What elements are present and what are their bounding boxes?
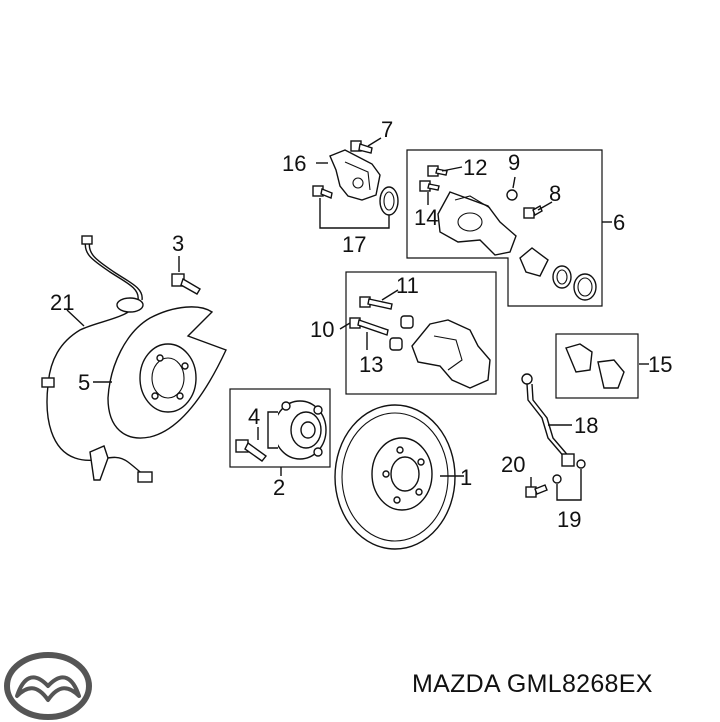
dust-shield xyxy=(107,306,227,439)
callout-18: 18 xyxy=(574,413,598,438)
guide-pin-lower xyxy=(349,317,389,336)
guide-pin-upper xyxy=(359,296,393,310)
callout-4: 4 xyxy=(248,404,260,429)
callout-3: 3 xyxy=(172,231,184,256)
bleeder-cap xyxy=(506,189,518,201)
callout-12: 12 xyxy=(463,155,487,180)
callout-17: 17 xyxy=(342,232,366,257)
callout-1: 1 xyxy=(460,465,472,490)
callout-8: 8 xyxy=(549,181,561,206)
caliper-assembly-box xyxy=(345,271,497,395)
bleeder-screw xyxy=(523,204,543,219)
caliper-bolt-lower xyxy=(419,180,440,192)
caliper-kit-box xyxy=(406,149,603,307)
callout-21: 21 xyxy=(50,290,74,315)
callout-15: 15 xyxy=(648,352,672,377)
hub-box xyxy=(229,388,331,468)
callout-19: 19 xyxy=(557,507,581,532)
callout-13: 13 xyxy=(359,352,383,377)
caliper-housing xyxy=(437,191,517,256)
callout-2: 2 xyxy=(273,475,285,500)
callout-10: 10 xyxy=(310,317,334,342)
callout-16: 16 xyxy=(282,151,306,176)
logo-outer-ring xyxy=(4,652,92,720)
actuator-screw xyxy=(312,185,333,199)
callout-14: 14 xyxy=(414,205,438,230)
callout-7: 7 xyxy=(381,117,393,142)
pin-boots xyxy=(389,315,414,351)
brake-pad-box xyxy=(555,333,639,399)
callout-6: 6 xyxy=(613,210,625,235)
parking-brake-actuator xyxy=(329,149,399,216)
callout-9: 9 xyxy=(508,150,520,175)
brake-pads xyxy=(565,343,625,389)
callout-20: 20 xyxy=(501,452,525,477)
actuator-bolt xyxy=(350,140,373,154)
abs-sensor-cable xyxy=(41,235,153,483)
hose-washers xyxy=(552,459,586,484)
brand-part-number: MAZDA GML8268EX xyxy=(412,670,653,698)
wheel-hub xyxy=(267,400,327,460)
brake-disc xyxy=(334,404,456,550)
mazda-logo-icon xyxy=(4,652,92,720)
banjo-bolt xyxy=(525,484,548,498)
caliper-bracket xyxy=(411,319,491,389)
caliper-piston-seals xyxy=(519,247,597,301)
logo-wing-mark xyxy=(15,675,81,702)
hub-bolt xyxy=(235,439,268,462)
leader-lines xyxy=(66,137,649,501)
callout-11: 11 xyxy=(396,273,419,298)
backing-plate-bolt xyxy=(171,273,201,295)
brake-hose xyxy=(521,373,575,467)
callout-5: 5 xyxy=(78,370,90,395)
